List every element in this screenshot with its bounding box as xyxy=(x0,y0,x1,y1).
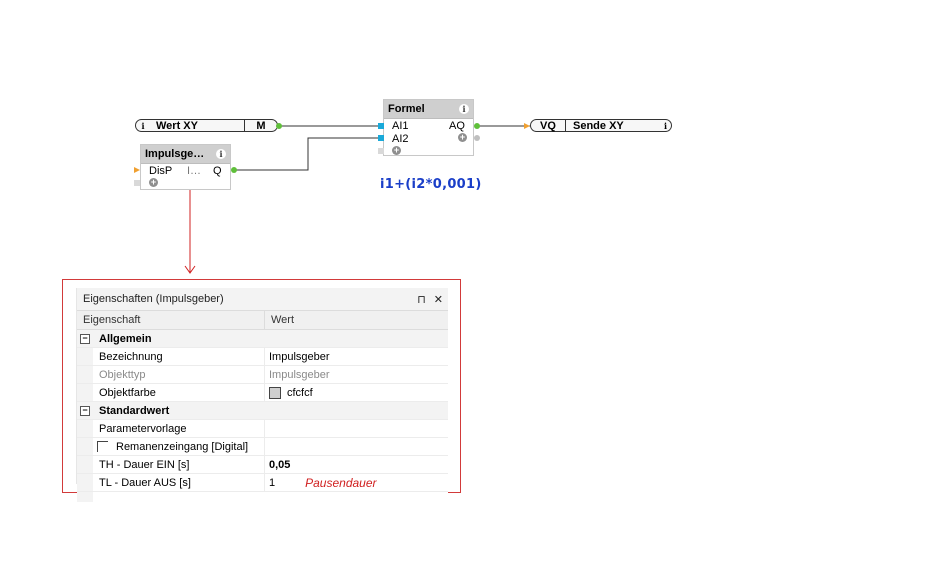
empty-row xyxy=(77,492,448,502)
property-key: Objekttyp xyxy=(93,366,265,383)
property-row[interactable]: TH - Dauer EIN [s] 0,05 xyxy=(77,456,448,474)
connector-aq-out[interactable] xyxy=(474,123,480,129)
column-header-value[interactable]: Wert xyxy=(271,314,295,326)
category-label: Allgemein xyxy=(99,332,152,345)
connector-extra-in[interactable] xyxy=(134,180,140,186)
output-block-sende-xy[interactable]: VQ Sende XY i xyxy=(530,119,672,132)
input-block-output-port: M xyxy=(244,120,277,132)
formel-block-header[interactable]: Formel i xyxy=(384,100,473,119)
property-row[interactable]: TL - Dauer AUS [s] 1 Pausendauer xyxy=(77,474,448,492)
property-key: Objektfarbe xyxy=(93,384,265,401)
property-key: Bezeichnung xyxy=(93,348,265,365)
port-middle: I… xyxy=(187,165,202,177)
property-value[interactable] xyxy=(265,420,269,437)
formel-block-title: Formel xyxy=(388,103,425,115)
category-label: Standardwert xyxy=(99,404,170,417)
property-row[interactable]: Bezeichnung Impulsgeber xyxy=(77,348,448,366)
remanenz-checkbox[interactable] xyxy=(97,441,108,452)
collapse-icon[interactable]: − xyxy=(80,333,90,344)
add-input-icon[interactable]: + xyxy=(149,177,158,187)
connector-vq-in[interactable] xyxy=(524,123,530,129)
color-swatch[interactable] xyxy=(269,386,281,399)
property-value: Impulsgeber xyxy=(269,368,330,381)
impulsgeber-block[interactable]: Impulsge… i DisP I… Q + xyxy=(140,144,231,190)
impulsgeber-block-header[interactable]: Impulsge… i xyxy=(141,145,230,164)
property-value: 1 xyxy=(269,476,276,489)
property-link-arrowhead xyxy=(184,265,196,274)
property-key: TL - Dauer AUS [s] xyxy=(93,474,265,491)
panel-title: Eigenschaften (Impulsgeber) xyxy=(83,293,224,305)
category-row[interactable]: − Standardwert xyxy=(77,402,448,420)
column-header-property[interactable]: Eigenschaft xyxy=(77,311,265,329)
close-icon[interactable]: ✕ xyxy=(433,293,443,306)
wire-q-to-ai2 xyxy=(235,137,380,171)
property-value[interactable]: 0,05 xyxy=(269,458,291,471)
property-row[interactable]: Objekttyp Impulsgeber xyxy=(77,366,448,384)
port-aq: AQ xyxy=(449,120,465,132)
property-row[interactable]: Parametervorlage xyxy=(77,420,448,438)
output-block-input-port: VQ xyxy=(540,119,556,132)
port-disp: DisP xyxy=(149,165,173,177)
add-input-icon[interactable]: + xyxy=(392,145,401,155)
property-value[interactable]: Impulsgeber xyxy=(269,350,330,363)
connector-m-out[interactable] xyxy=(276,123,282,129)
property-key: TH - Dauer EIN [s] xyxy=(93,456,265,473)
output-block-name: Sende XY xyxy=(565,120,660,132)
property-key: Remanenzeingang [Digital] xyxy=(116,440,249,453)
connector-extra-out[interactable] xyxy=(474,135,480,141)
info-icon[interactable]: i xyxy=(459,104,469,114)
grid-header: Eigenschaft Wert xyxy=(77,310,448,330)
port-q: Q xyxy=(213,165,222,177)
connector-ai2-in[interactable] xyxy=(378,135,384,141)
connector-extra-in[interactable] xyxy=(378,148,384,154)
property-row[interactable]: Remanenzeingang [Digital] xyxy=(77,438,448,456)
connector-disp-in[interactable] xyxy=(134,167,140,173)
connector-ai1-in[interactable] xyxy=(378,123,384,129)
category-row[interactable]: − Allgemein xyxy=(77,330,448,348)
property-row[interactable]: Objektfarbe cfcfcf xyxy=(77,384,448,402)
info-icon[interactable]: i xyxy=(141,120,145,131)
port-ai2: AI2 xyxy=(392,133,409,145)
property-value: cfcfcf xyxy=(287,386,313,399)
port-ai1: AI1 xyxy=(392,120,409,132)
pin-icon[interactable]: ⊓ xyxy=(417,293,426,306)
annotation-label: Pausendauer xyxy=(305,475,377,490)
property-key: Parametervorlage xyxy=(93,420,265,437)
collapse-icon[interactable]: − xyxy=(80,405,90,416)
properties-panel: Eigenschaften (Impulsgeber) ⊓ ✕ Eigensch… xyxy=(76,288,448,502)
formula-text: i1+(i2*0,001) xyxy=(380,177,482,192)
panel-titlebar: Eigenschaften (Impulsgeber) ⊓ ✕ xyxy=(77,288,448,310)
info-icon[interactable]: i xyxy=(216,149,226,159)
add-output-icon[interactable]: + xyxy=(458,132,467,142)
input-block-wert-xy[interactable]: i Wert XY M xyxy=(135,119,278,132)
connector-q-out[interactable] xyxy=(231,167,237,173)
formel-block[interactable]: Formel i AI1 AI2 AQ + + xyxy=(383,99,474,156)
impulsgeber-block-title: Impulsge… xyxy=(145,148,205,160)
input-block-name: Wert XY xyxy=(156,119,198,132)
property-value[interactable] xyxy=(265,438,269,455)
info-icon[interactable]: i xyxy=(663,120,668,131)
